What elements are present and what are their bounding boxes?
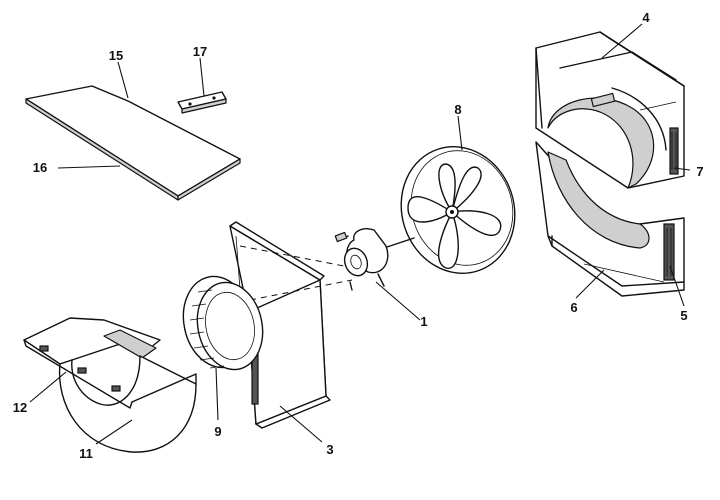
callout-11: 11 — [79, 446, 93, 461]
callout-4: 4 — [642, 10, 650, 25]
scroll-base — [23, 317, 197, 453]
insulation-pad — [25, 85, 241, 201]
lower-shroud — [535, 141, 685, 297]
blower-vanes — [189, 289, 225, 369]
leader-lines — [29, 23, 691, 445]
callout-labels: 15 16 17 8 4 7 6 5 1 9 3 12 11 — [13, 10, 704, 461]
callout-5: 5 — [680, 308, 687, 323]
callout-12: 12 — [13, 400, 27, 415]
fan-blade — [400, 146, 516, 274]
callout-9: 9 — [214, 424, 221, 439]
bracket-part — [177, 91, 227, 114]
callout-6: 6 — [570, 300, 577, 315]
callout-8: 8 — [454, 102, 461, 117]
callout-15: 15 — [109, 48, 123, 63]
callout-16: 16 — [33, 160, 47, 175]
housing-panel — [229, 221, 353, 429]
callout-17: 17 — [193, 44, 207, 59]
blower-wheel — [182, 275, 264, 371]
callout-7: 7 — [696, 164, 703, 179]
callout-3: 3 — [326, 442, 333, 457]
upper-shroud — [535, 31, 685, 189]
motor — [334, 228, 415, 291]
callout-1: 1 — [420, 314, 427, 329]
